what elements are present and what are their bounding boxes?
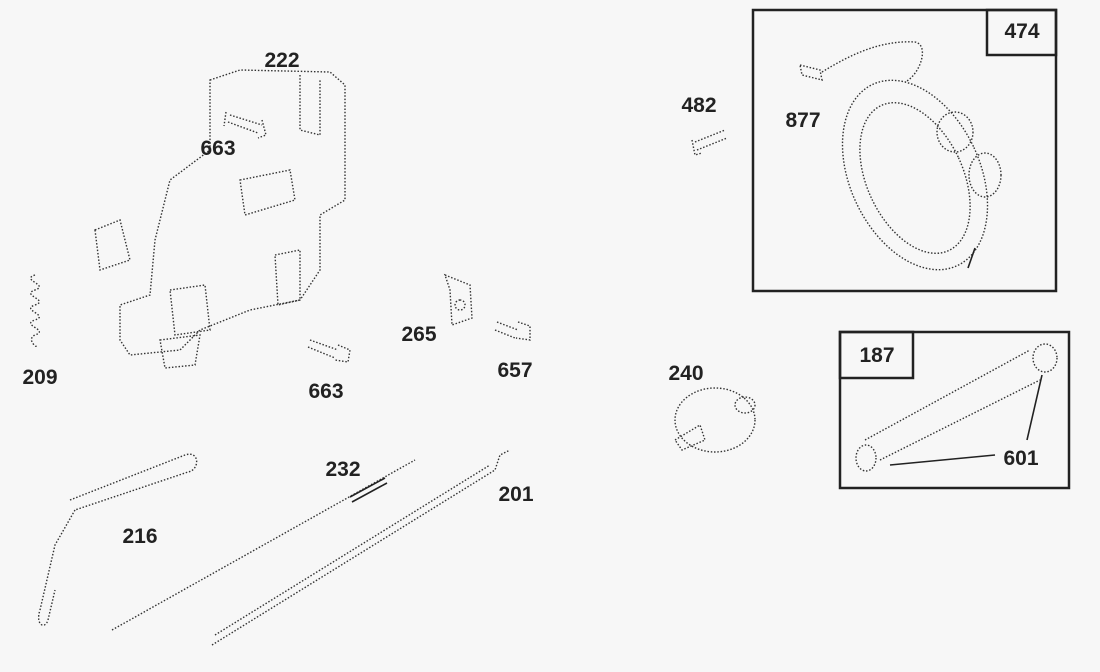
cable-232[interactable] bbox=[111, 459, 416, 631]
screw-482[interactable] bbox=[691, 129, 728, 156]
callout-201: 201 bbox=[498, 483, 533, 506]
link-rod-216[interactable] bbox=[38, 453, 198, 626]
control-bracket-part[interactable] bbox=[94, 69, 346, 369]
callout-240: 240 bbox=[668, 362, 703, 385]
screw-663-upper[interactable] bbox=[223, 111, 267, 139]
kit-label-474: 474 bbox=[1004, 20, 1039, 43]
tube-601[interactable] bbox=[855, 343, 1058, 472]
link-rod-201[interactable] bbox=[211, 449, 511, 646]
callout-482: 482 bbox=[681, 94, 716, 117]
bracket-265[interactable] bbox=[443, 273, 473, 326]
screw-657[interactable] bbox=[494, 321, 531, 341]
screw-663-lower[interactable] bbox=[307, 339, 351, 363]
kit-box-187 bbox=[838, 330, 1071, 490]
callout-663-lower: 663 bbox=[308, 380, 343, 403]
callout-209: 209 bbox=[22, 366, 57, 389]
callout-232: 232 bbox=[325, 458, 360, 481]
callout-601: 601 bbox=[1003, 447, 1038, 470]
stator-877[interactable] bbox=[799, 41, 1016, 293]
callout-222: 222 bbox=[264, 49, 299, 72]
callout-877: 877 bbox=[785, 109, 820, 132]
callout-216: 216 bbox=[122, 525, 157, 548]
callout-663-upper: 663 bbox=[200, 137, 235, 160]
fuel-shutoff-240[interactable] bbox=[673, 387, 756, 453]
kit-box-474 bbox=[751, 8, 1058, 293]
spring-209[interactable] bbox=[30, 274, 40, 347]
kit-label-187: 187 bbox=[859, 344, 894, 367]
callout-657: 657 bbox=[497, 359, 532, 382]
callout-265: 265 bbox=[401, 323, 436, 346]
